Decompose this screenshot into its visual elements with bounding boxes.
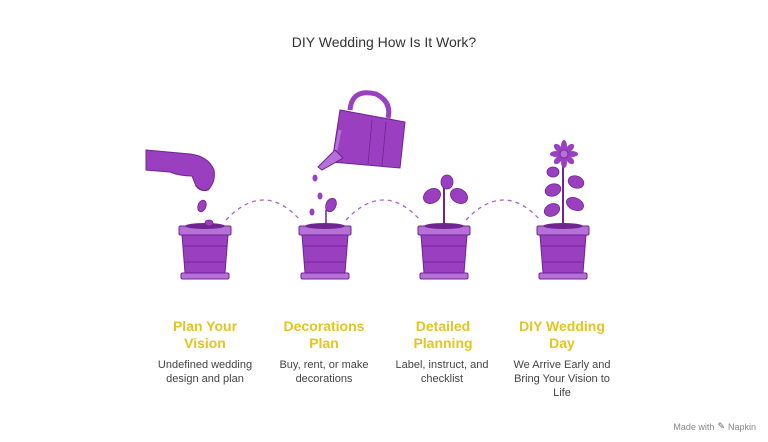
- sprout-icon: [417, 174, 471, 280]
- napkin-logo-icon: ✎: [717, 421, 725, 431]
- step-4-title-line2: Day: [549, 335, 575, 351]
- step-3-description: Label, instruct, and checklist: [377, 358, 507, 386]
- step-1-desc-line1: Undefined wedding: [157, 359, 253, 371]
- step-1-title-line1: Plan Your: [172, 318, 238, 334]
- connector-1-2: [225, 199, 301, 221]
- step-1-title-line2: Vision: [184, 335, 226, 351]
- diagram-title: DIY Wedding How Is It Work?: [291, 34, 477, 50]
- step-3-desc-line2: checklist: [420, 373, 464, 385]
- step-2-title: Decorations Plan: [264, 318, 384, 352]
- made-with-footer[interactable]: Made with ✎ Napkin: [673, 421, 756, 432]
- step-1-title: Plan Your Vision: [145, 318, 265, 352]
- step-4-title-line1: DIY Wedding: [519, 318, 605, 334]
- step-2-desc-line1: Buy, rent, or make: [279, 359, 369, 371]
- step-3-desc-line1: Label, instruct, and: [395, 359, 489, 371]
- hand-dropping-seeds-icon: [145, 149, 232, 280]
- watering-can-icon: [298, 90, 406, 280]
- step-1-desc-line2: design and plan: [166, 373, 244, 385]
- connector-2-3: [345, 199, 421, 221]
- step-2-desc-line2: decorations: [295, 373, 353, 385]
- step-3-title-line1: Detailed: [415, 318, 471, 334]
- step-4-description: We Arrive Early and Bring Your Vision to…: [497, 358, 627, 400]
- made-with-label: Made with: [673, 421, 715, 432]
- step-4-desc-line3: Life: [553, 387, 571, 399]
- step-2-title-line1: Decorations: [283, 318, 365, 334]
- step-4-title: DIY Wedding Day: [502, 318, 622, 352]
- step-3-title: Detailed Planning: [383, 318, 503, 352]
- flower-icon: [536, 140, 590, 280]
- step-1-description: Undefined wedding design and plan: [140, 358, 270, 386]
- step-4-desc-line2: Bring Your Vision to: [514, 373, 610, 385]
- connector-3-4: [465, 199, 541, 221]
- step-2-title-line2: Plan: [309, 335, 339, 351]
- step-3-title-line2: Planning: [413, 335, 473, 351]
- napkin-brand: Napkin: [727, 421, 756, 432]
- step-4-desc-line1: We Arrive Early and: [513, 359, 611, 371]
- step-2-description: Buy, rent, or make decorations: [259, 358, 389, 386]
